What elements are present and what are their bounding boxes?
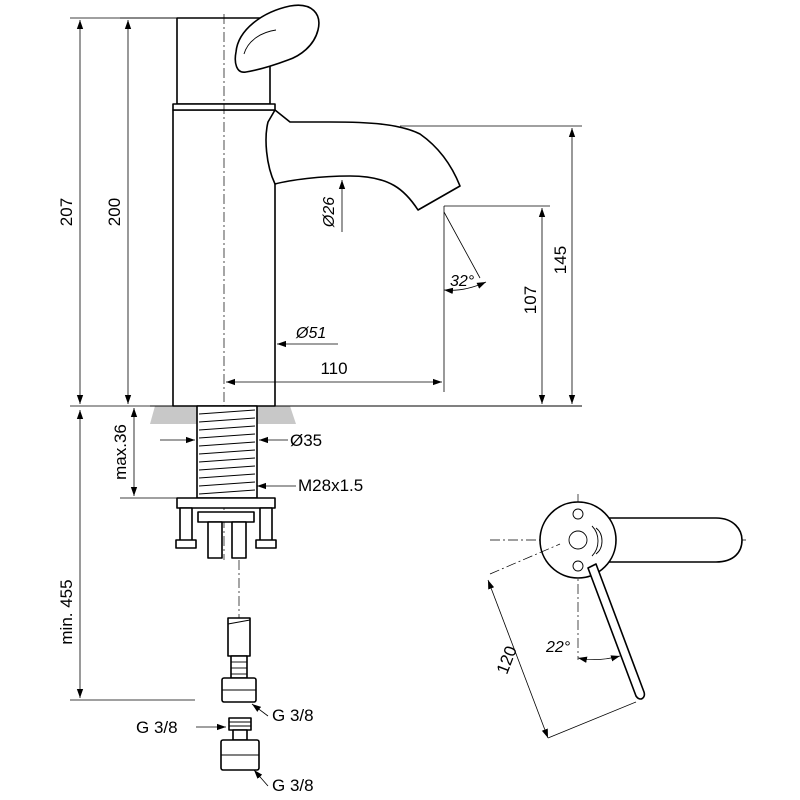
mounting-nut-right xyxy=(255,539,277,549)
top-view-radius-ref xyxy=(489,543,561,575)
adapter-neck xyxy=(232,729,248,741)
hose-fitting-left xyxy=(207,521,223,559)
label-max36: max.36 xyxy=(111,424,130,480)
dim-22-arc xyxy=(577,655,621,663)
label-g38-hose: G 3/8 xyxy=(272,706,314,725)
hose-ferrule-ribs xyxy=(231,661,247,675)
clamp-bar xyxy=(197,511,255,523)
handle-top-lever-rotated xyxy=(587,563,646,700)
dim-120-ext xyxy=(547,701,637,739)
handle-top-slot xyxy=(595,527,603,555)
label-110: 110 xyxy=(320,359,347,378)
label-g38-adapter-out: G 3/8 xyxy=(272,776,314,795)
hose-break-line xyxy=(227,619,251,625)
handle-lever xyxy=(234,4,320,73)
label-g38-adapter-in: G 3/8 xyxy=(136,718,178,737)
label-min455: min. 455 xyxy=(57,579,76,644)
g38-leader-a xyxy=(251,703,269,717)
dim-32-arc xyxy=(443,281,487,295)
label-thread: M28x1.5 xyxy=(298,476,363,495)
dimensions-top-view: 120 22° xyxy=(487,579,637,739)
label-d51: Ø51 xyxy=(295,325,326,342)
g38-leader-c xyxy=(253,769,269,787)
dimension-labels-side: 207 200 Ø26 32° 145 107 Ø51 110 Ø35 max.… xyxy=(57,197,570,795)
dim-120-line xyxy=(487,579,549,739)
hose-fitting-right xyxy=(231,521,247,559)
shank-thread-lines xyxy=(198,409,256,495)
dimensions-side xyxy=(70,17,582,787)
label-d26: Ø26 xyxy=(321,197,338,228)
handle-top-base xyxy=(539,501,617,579)
label-145: 145 xyxy=(551,246,570,274)
mounting-plate xyxy=(176,497,276,509)
label-22-deg: 22° xyxy=(545,639,571,656)
label-107: 107 xyxy=(521,286,540,314)
handle-top-lever xyxy=(599,517,743,563)
label-200: 200 xyxy=(105,198,124,226)
faucet-spout xyxy=(265,109,461,211)
faucet-side-view xyxy=(150,4,582,771)
spout-outlet-line xyxy=(421,187,457,209)
dim-32-ray xyxy=(443,211,481,279)
label-32-deg: 32° xyxy=(450,273,475,290)
handle-inner-line xyxy=(243,29,277,55)
handle-top-hole-upper xyxy=(572,508,584,520)
mounting-stud-left xyxy=(179,507,193,545)
label-120: 120 xyxy=(493,643,521,676)
label-207: 207 xyxy=(57,198,76,226)
handle-top-center-hole xyxy=(568,530,588,550)
handle-top-slot-inner xyxy=(591,525,599,557)
handle-top-hole-lower xyxy=(572,560,584,572)
mounting-stud-right xyxy=(259,507,273,545)
hose-ferrule xyxy=(230,655,248,679)
handle-top-view xyxy=(489,494,746,700)
adapter-thread xyxy=(228,717,252,731)
mounting-nut-left xyxy=(175,539,197,549)
label-d35: Ø35 xyxy=(290,431,322,450)
